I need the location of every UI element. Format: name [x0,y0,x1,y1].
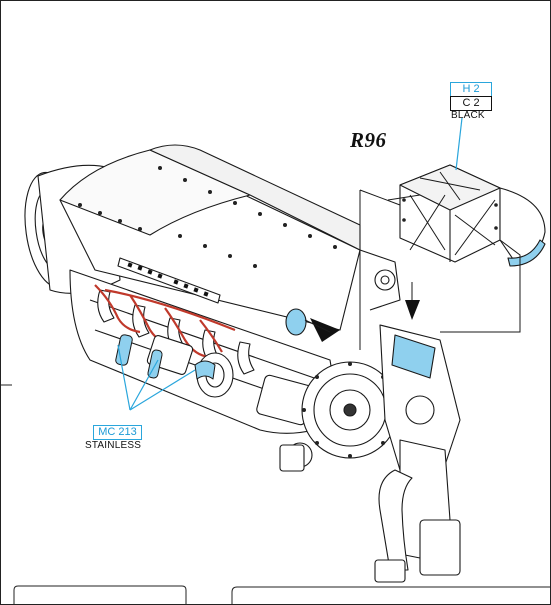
intake-box-bracing [409,171,496,256]
ignition-harness [94,284,236,359]
manifold-cap-highlight [285,308,307,336]
paint-code-h2: H 2 [450,82,492,97]
finish-label-stainless: STAINLESS [85,440,142,451]
intake-box-part [399,164,546,267]
bottom-frame-tab-left [13,585,187,605]
cam-cover-bolts [78,166,337,268]
carburettor-base [419,519,461,576]
engine-assembly [24,144,461,583]
nameplate [117,257,221,304]
intake-panel-highlight [391,334,436,379]
paint-code-mc213: MC 213 [93,425,142,440]
color-leaders [117,117,463,411]
arrow-shaft [304,319,331,333]
bottom-frame-tab-right [231,586,551,605]
assembly-guides [359,189,521,350]
step-label: R96 [350,128,387,152]
finish-label-black: BLACK [451,110,485,121]
paint-code-c2: C 2 [450,96,492,111]
